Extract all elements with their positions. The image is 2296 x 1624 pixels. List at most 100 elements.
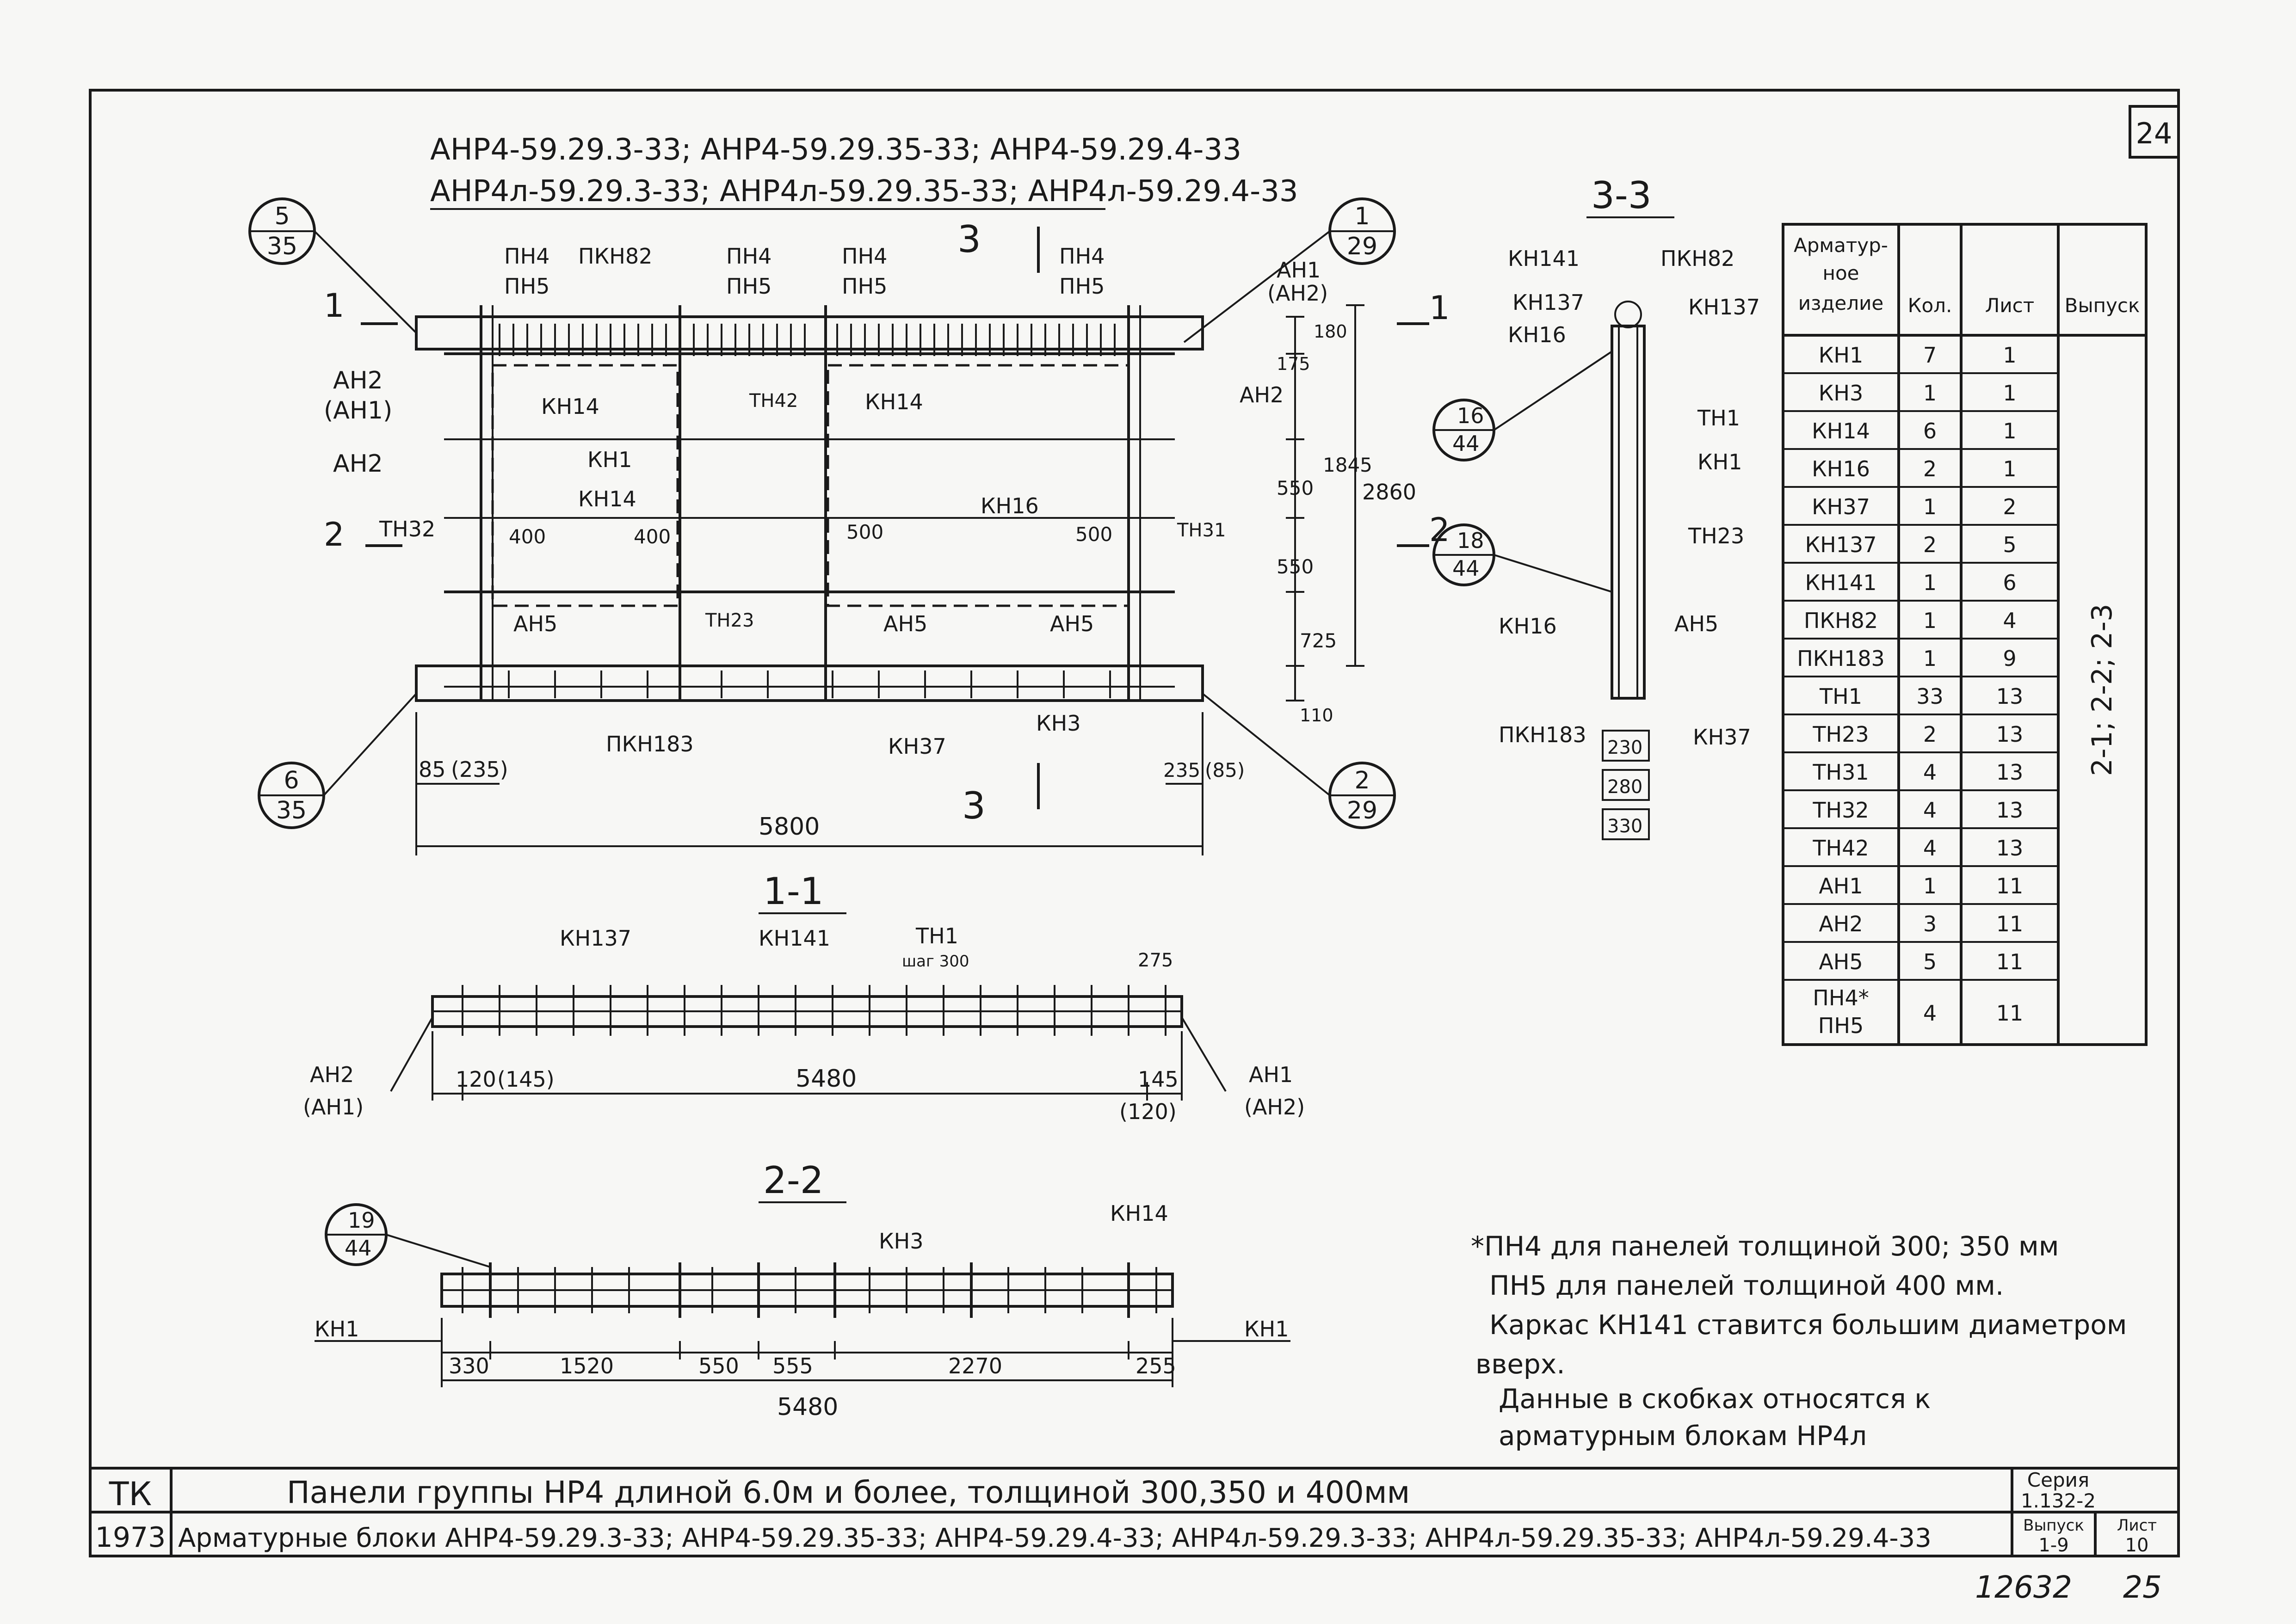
dim-400: 400 [509, 525, 546, 548]
table-cell: ТН1 [1819, 684, 1862, 709]
dim-330: 330 [1607, 816, 1642, 837]
label-pkn82: ПКН82 [1660, 246, 1734, 271]
section-title: 2-2 [763, 1159, 824, 1202]
sheet-frame [89, 89, 2180, 1557]
table-header: изделие [1798, 292, 1884, 314]
label-ah1: (АН1) [324, 397, 392, 424]
section-title: 3-3 [1591, 174, 1652, 217]
table-cell: 9 [2003, 646, 2016, 671]
dim-255: 255 [1136, 1353, 1176, 1378]
label-kh137: КН137 [1688, 295, 1760, 320]
table-cell: 11 [1996, 1001, 2024, 1026]
table-cell: 2 [2003, 494, 2016, 519]
section-3-3: 3-3 16 44 18 44 КН141 ПКН82 КН137 КН137 … [1432, 174, 1760, 840]
table-cell: 6 [1923, 418, 1937, 443]
table-cell: 2 [1923, 456, 1937, 481]
callout-text: 29 [1347, 797, 1377, 824]
label-kh3: КН3 [1036, 711, 1081, 736]
callout-text: 6 [284, 767, 299, 794]
frames [489, 1262, 1130, 1318]
dim-145: 145 [1138, 1067, 1179, 1092]
table-cell: ПКН183 [1797, 646, 1885, 671]
dim-275: 275 [1138, 950, 1173, 971]
callout-text: 18 [1457, 528, 1484, 553]
label-ph5: ПН5 [842, 274, 887, 299]
label-th23: ТН23 [1688, 523, 1744, 548]
notes: *ПН4 для панелей толщиной 300; 350 мм ПН… [1471, 1230, 2127, 1452]
table-cell: 6 [2003, 570, 2016, 595]
label-kh37: КН37 [888, 734, 946, 759]
issue-value: 1-9 [2038, 1535, 2068, 1556]
label-ah2: (АН2) [1267, 281, 1328, 306]
table-cell: 1 [1923, 381, 1937, 406]
table-cell: ПН4* [1813, 985, 1869, 1010]
label-ph4: ПН4 [1059, 244, 1105, 269]
label-kh16: КН16 [1508, 322, 1566, 347]
table-cell: КН37 [1812, 494, 1870, 519]
table-cell: 4 [1923, 760, 1937, 785]
table-cell: ТН31 [1812, 760, 1869, 785]
table-cell: 4 [1923, 1001, 1937, 1026]
dim-2860: 2860 [1362, 480, 1416, 504]
table-cell: 11 [1996, 949, 2024, 974]
table-cell: 5 [2003, 532, 2016, 557]
table-cell: 13 [1996, 684, 2024, 709]
title-line-2: Арматурные блоки АНР4-59.29.3-33; АНР4-5… [178, 1523, 1932, 1553]
table-cell: 11 [1996, 911, 2024, 936]
label-pkn82: ПКН82 [578, 244, 652, 269]
title-block: ТК 1973 Панели группы НР4 длиной 6.0м и … [90, 1467, 2179, 1556]
series-value: 1.132-2 [2021, 1489, 2096, 1512]
label-ah2: (АН2) [1244, 1095, 1305, 1120]
table-cell: 4 [1923, 798, 1937, 823]
section-mark-1: 1 [1429, 289, 1450, 327]
dim-500: 500 [846, 521, 883, 543]
table-cell: 13 [1996, 760, 2024, 785]
label-ah5: АН5 [883, 611, 927, 636]
year: 1973 [95, 1521, 166, 1554]
table-cell: 4 [2003, 608, 2016, 633]
page-corner-number: 24 [2136, 117, 2173, 150]
table-cell: ТН23 [1812, 722, 1869, 747]
table-cell: 5 [1923, 949, 1937, 974]
header-line-2: АНР4л-59.29.3-33; АНР4л-59.29.35-33; АНР… [430, 174, 1298, 209]
table-header: Выпуск [2065, 294, 2140, 317]
dim-145: (145) [497, 1067, 555, 1092]
table-cell: КН14 [1812, 418, 1870, 443]
table-cell: 3 [1923, 911, 1937, 936]
label-th31: ТН31 [1177, 520, 1226, 541]
top-frame-bar [415, 315, 1204, 351]
table-header: Кол. [1908, 294, 1952, 317]
table-cell: 7 [1923, 343, 1937, 368]
dim-280: 280 [1607, 776, 1642, 798]
section-mark-3: 3 [957, 218, 981, 261]
table-cell: 1 [1923, 646, 1937, 671]
label-kh14: КН14 [541, 394, 599, 419]
table-cell: 2 [1923, 722, 1937, 747]
section-mark-2: 2 [324, 516, 345, 554]
table-cell: 1 [2003, 343, 2016, 368]
dim-725: 725 [1300, 629, 1337, 652]
table-cell: 1 [2003, 381, 2016, 406]
dim-400: 400 [634, 525, 671, 548]
label-kh14: КН14 [578, 486, 636, 511]
dim-500: 500 [1075, 523, 1112, 546]
sheet-label: Лист [2117, 1516, 2157, 1535]
table-cell: КН137 [1805, 532, 1876, 557]
label-ah5: АН5 [1050, 611, 1094, 636]
dim-550: 550 [1277, 555, 1314, 578]
dim-550: 550 [1277, 477, 1314, 499]
label-kh137: КН137 [1512, 290, 1584, 315]
label-ah2: АН2 [333, 450, 383, 478]
note-line: Данные в скобках относятся к [1499, 1383, 1931, 1415]
opening-left [491, 364, 679, 607]
front-view: 5 35 1 29 6 35 2 29 ПН4 ПН5 ПКН82 ПН4 ПН… [248, 197, 1450, 855]
title-line-1: Панели группы НР4 длиной 6.0м и более, т… [287, 1475, 1410, 1510]
label-ph5: ПН5 [504, 274, 549, 299]
dim-175: 175 [1277, 354, 1310, 374]
table-cell: КН1 [1819, 343, 1864, 368]
opening-right [827, 364, 1130, 607]
table-cell: АН2 [1819, 911, 1863, 936]
label-ah5: АН5 [513, 611, 557, 636]
callout-text: 19 [348, 1208, 375, 1233]
